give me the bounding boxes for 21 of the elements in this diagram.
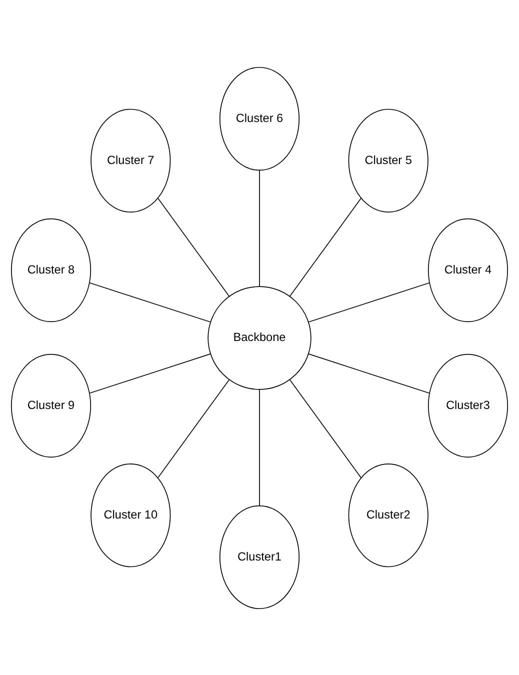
node-ellipse: Cluster2 <box>348 463 428 567</box>
connector <box>158 378 230 478</box>
node-circle: Backbone <box>208 286 312 390</box>
node-ellipse: Cluster 8 <box>10 218 92 322</box>
connector <box>289 378 362 478</box>
node-ellipse: Cluster 6 <box>219 66 300 170</box>
node-ellipse: Cluster3 <box>428 353 508 458</box>
node-ellipse: Cluster 7 <box>90 108 171 212</box>
node-ellipse: Cluster 5 <box>348 108 428 212</box>
node-ellipse: Cluster 10 <box>90 463 171 567</box>
connector <box>158 197 230 296</box>
connector <box>89 282 211 322</box>
connector <box>259 388 260 506</box>
connector <box>289 197 362 296</box>
connector <box>259 170 260 286</box>
connector <box>308 282 430 322</box>
connector <box>308 353 430 394</box>
node-ellipse: Cluster1 <box>219 504 300 609</box>
node-ellipse: Cluster 9 <box>10 353 92 458</box>
connector <box>89 353 211 394</box>
node-ellipse: Cluster 4 <box>428 218 508 322</box>
